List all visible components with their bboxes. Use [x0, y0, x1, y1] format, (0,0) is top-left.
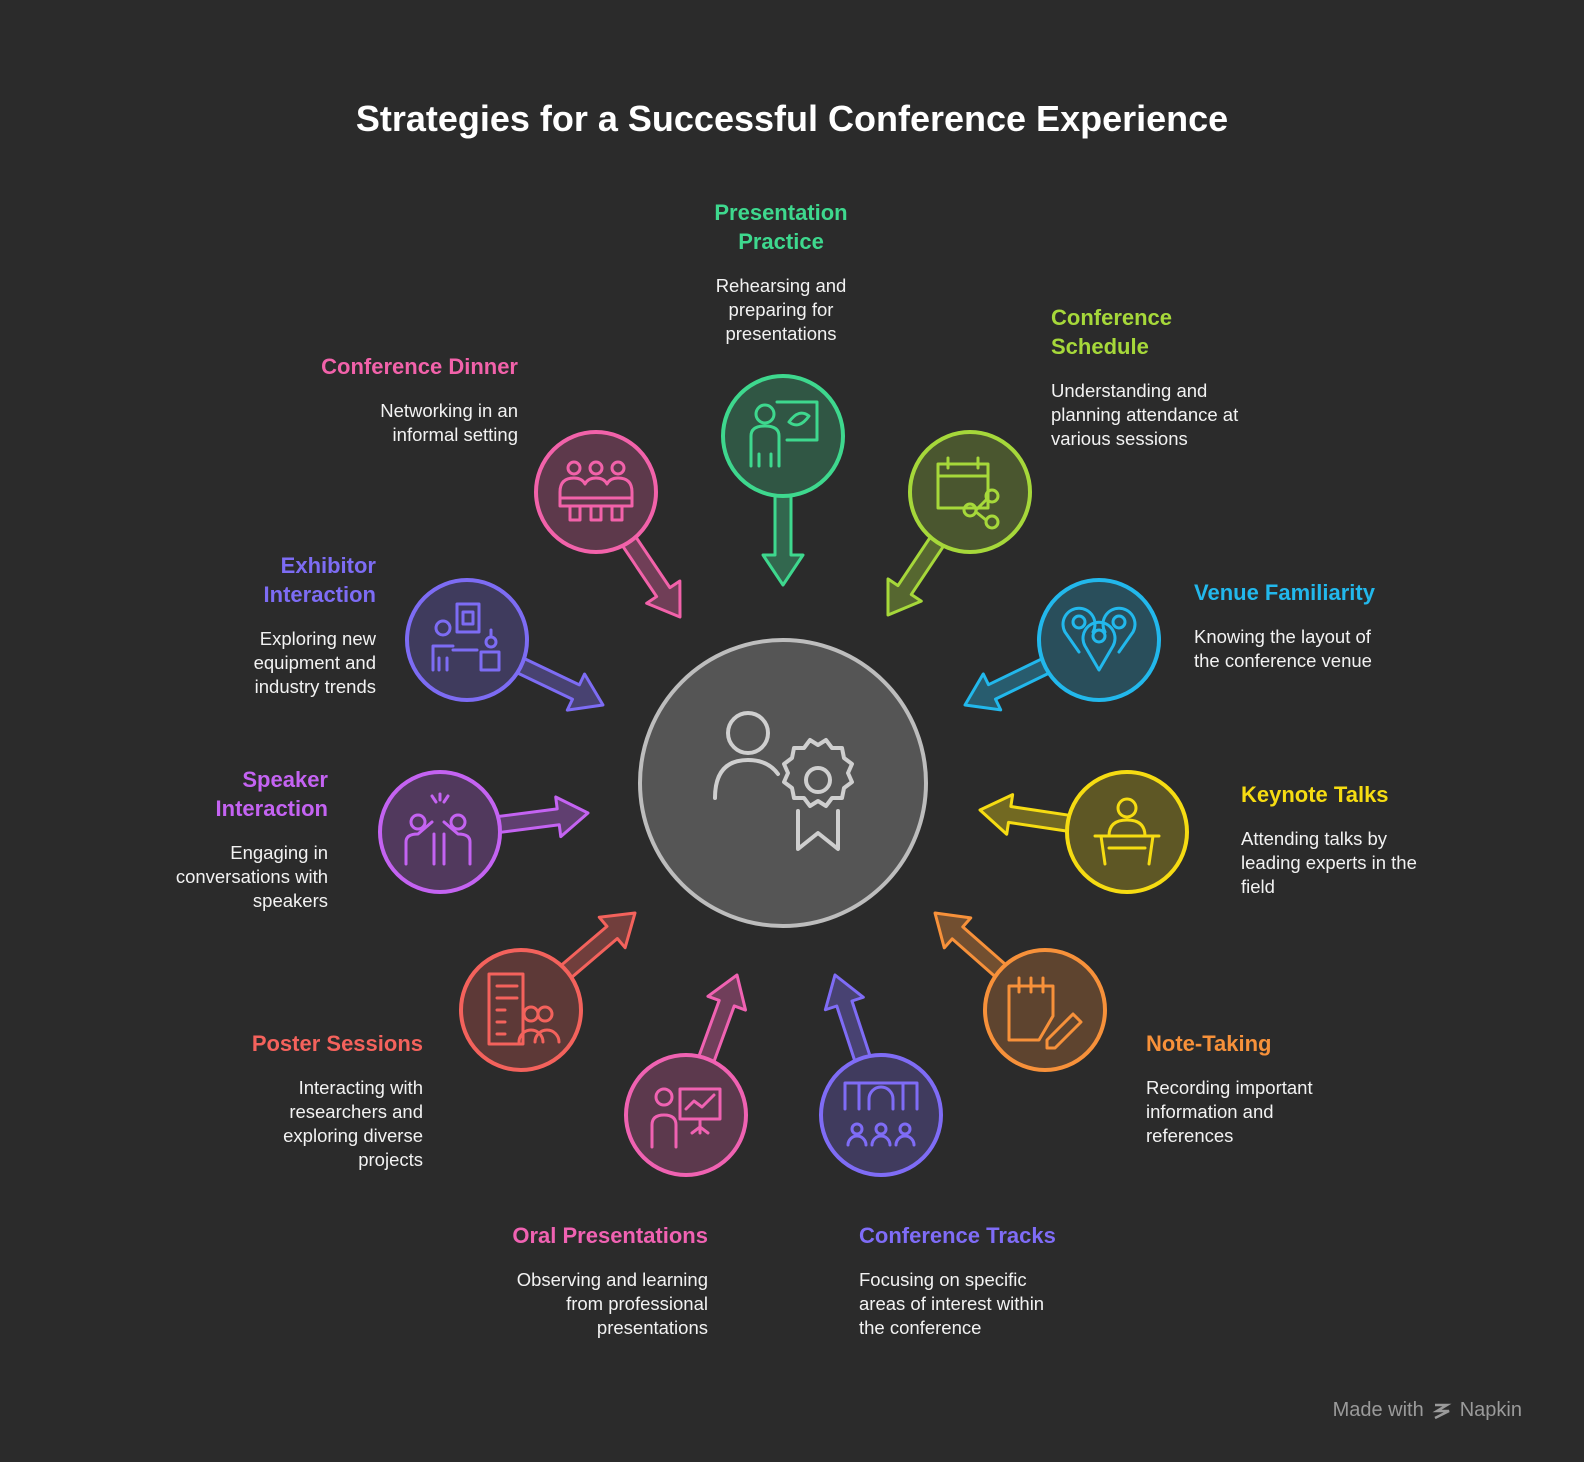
page-title: Strategies for a Successful Conference E…	[355, 98, 1229, 139]
node-oral-presentations	[624, 973, 748, 1177]
node-keynote-talks	[978, 770, 1189, 894]
node-circle	[534, 430, 658, 554]
podium-speaker-icon	[1093, 797, 1161, 866]
arrow-presentation-practice	[761, 484, 805, 587]
node-description: Recording important information and refe…	[1146, 1077, 1313, 1146]
node-conference-schedule	[886, 430, 1032, 617]
node-poster-sessions	[459, 911, 637, 1072]
node-title: Speaker Interaction	[215, 767, 328, 821]
node-title: Oral Presentations	[512, 1223, 708, 1248]
node-circle	[1065, 770, 1189, 894]
footer: Made with Napkin	[1333, 1399, 1522, 1422]
node-title: Poster Sessions	[251, 1031, 423, 1056]
brand-text: Napkin	[1459, 1399, 1522, 1421]
node-exhibitor-interaction	[405, 578, 605, 712]
poster-people-icon	[487, 972, 561, 1046]
node-circle	[459, 948, 583, 1072]
node-description: Attending talks by leading experts in th…	[1241, 828, 1417, 897]
node-conference-tracks	[819, 973, 943, 1177]
node-circle	[819, 1053, 943, 1177]
node-circle	[908, 430, 1032, 554]
node-circle	[721, 374, 845, 498]
notepad-pen-icon	[1007, 976, 1083, 1050]
node-circle	[405, 578, 529, 702]
arrow-conference-dinner	[615, 527, 682, 619]
node-conference-dinner	[534, 430, 682, 619]
node-title: Presentation Practice	[714, 200, 848, 254]
node-title: Exhibitor Interaction	[263, 553, 376, 607]
arrow-venue-familiarity	[963, 653, 1060, 712]
node-description: Engaging in conversations with speakers	[175, 842, 328, 911]
node-circle	[624, 1053, 748, 1177]
node-title: Keynote Talks	[1241, 782, 1389, 807]
tracks-people-icon	[843, 1081, 919, 1147]
node-description: Understanding and planning attendance at…	[1051, 380, 1239, 449]
node-circle	[983, 948, 1107, 1072]
node-circle	[378, 770, 502, 894]
calendar-share-icon	[936, 456, 1000, 530]
node-presentation-practice	[721, 374, 845, 587]
center-node	[638, 638, 928, 928]
node-title: Conference Schedule	[1051, 305, 1173, 359]
node-description: Networking in an informal setting	[380, 400, 518, 445]
node-circle	[1037, 578, 1161, 702]
arrow-oral-presentations	[694, 973, 748, 1073]
node-description: Exploring new equipment and industry tre…	[253, 628, 376, 697]
node-description: Rehearsing and preparing for presentatio…	[715, 275, 847, 344]
exhibitor-booth-icon	[431, 602, 501, 672]
node-description: Knowing the layout of the conference ven…	[1194, 626, 1372, 671]
node-speaker-interaction	[378, 770, 590, 894]
node-description: Interacting with researchers and explori…	[283, 1077, 423, 1170]
person-award-icon	[713, 711, 854, 851]
node-description: Observing and learning from professional…	[516, 1269, 708, 1338]
node-note-taking	[933, 911, 1107, 1072]
map-pins-icon	[1061, 606, 1137, 672]
arrow-keynote-talks	[978, 793, 1081, 836]
dinner-table-icon	[558, 460, 634, 522]
node-title: Note-Taking	[1146, 1031, 1272, 1056]
napkin-logo-icon	[1432, 1403, 1452, 1419]
presenter-chart-icon	[650, 1087, 722, 1149]
node-title: Conference Dinner	[321, 354, 518, 379]
arrow-poster-sessions	[552, 911, 637, 986]
node-title: Conference Tracks	[859, 1223, 1056, 1248]
node-description: Focusing on specific areas of interest w…	[859, 1269, 1045, 1338]
arrow-speaker-interaction	[487, 795, 590, 839]
made-with-text: Made with	[1332, 1399, 1424, 1421]
presenter-board-icon	[749, 400, 819, 468]
node-venue-familiarity	[963, 578, 1161, 712]
arrow-exhibitor-interaction	[507, 652, 605, 712]
node-title: Venue Familiarity	[1194, 580, 1375, 605]
high-five-icon	[404, 792, 472, 866]
